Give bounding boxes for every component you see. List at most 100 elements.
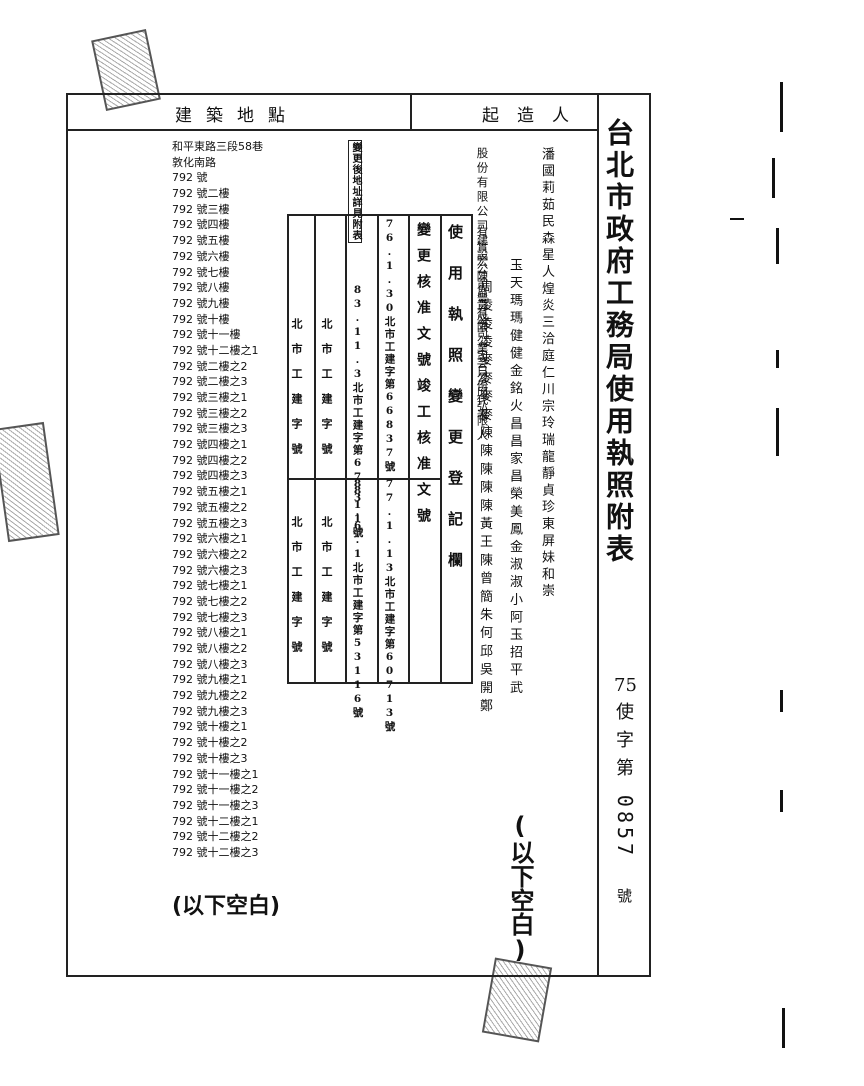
change-table-header: 使用執照變更登記欄 — [446, 224, 464, 593]
margin-mark — [780, 790, 783, 812]
license-year: 75 — [614, 675, 637, 696]
license-suffix: 號 — [615, 888, 633, 903]
owner-company: 芸公邱 — [475, 356, 490, 401]
address-line: 792 號五樓之2 — [172, 500, 248, 514]
margin-mark — [780, 82, 783, 132]
row-1-done: 77.1.13北市工建字第60713號 — [383, 478, 396, 734]
address-line: 792 號五樓 — [172, 234, 230, 248]
address-line: 792 號六樓之1 — [172, 532, 248, 546]
address-line: 792 號八樓之2 — [172, 642, 248, 655]
row-1-change: 76.1.30北市工建字第66837號 — [383, 218, 396, 474]
margin-mark — [730, 218, 744, 220]
address-line: 792 號七樓之3 — [172, 610, 248, 624]
change-table-subheader: 變更核准文號竣工核准文號 — [415, 222, 431, 534]
address-line: 792 號二樓之2 — [172, 359, 248, 373]
address-line: 792 號四樓之1 — [172, 438, 248, 452]
address-line: 792 號八樓之3 — [172, 657, 248, 671]
address-line: 敦化南路 — [172, 155, 216, 169]
address-line: 792 號十一樓之2 — [172, 783, 259, 797]
address-line: 792 號十一樓之3 — [172, 798, 259, 812]
owner-header: 起造人 — [482, 106, 587, 126]
address-line: 792 號十二樓之1 — [172, 343, 259, 357]
address-line: 792 號四樓之3 — [172, 469, 248, 483]
license-prefix: 使字第 — [613, 702, 634, 786]
address-line: 792 號八樓 — [172, 281, 230, 295]
address-line: 792 號十樓之3 — [172, 751, 248, 765]
address-line: 792 號二樓之3 — [172, 375, 248, 389]
owner-company-col-1: 股份有限公司建設公司豐有限公司日份代表 — [475, 147, 490, 423]
margin-mark — [776, 408, 779, 456]
address-line: 792 號四樓 — [172, 218, 230, 232]
address-line: 792 號十樓之1 — [172, 720, 248, 734]
address-line: 792 號三樓之3 — [172, 422, 248, 436]
margin-mark — [776, 228, 779, 264]
change-table-divider — [287, 478, 441, 480]
address-line: 792 號十二樓之1 — [172, 814, 259, 828]
owner-names-col-1: 潘國莉茹民森星人煌炎三洽庭仁川宗玲瑞龍靜貞珍東屏妹和崇 — [539, 147, 554, 601]
address-line: 792 號九樓之1 — [172, 673, 248, 687]
address-line: 792 號四樓之2 — [172, 453, 248, 467]
address-line: 和平東路三段58巷 — [172, 140, 263, 153]
owner-company: 股份有限公司 — [475, 147, 490, 234]
owner-company: 日份代表 — [475, 364, 490, 423]
address-line: 792 號六樓 — [172, 249, 230, 263]
address-line: 792 號七樓之2 — [172, 594, 248, 608]
address-line: 792 號七樓 — [172, 265, 230, 279]
owner-company: 弘限人 — [475, 400, 490, 444]
title-divider — [597, 93, 599, 977]
addresses-blank: (以下空白) — [172, 894, 281, 919]
address-line: 792 號九樓之3 — [172, 704, 248, 718]
address-line: 792 號三樓 — [172, 202, 230, 216]
owner-names-col-2: 玉天瑪瑪健健金銘火昌昌家昌榮美鳳金淑淑小阿玉招平武 — [507, 258, 522, 698]
change-table-divider — [408, 214, 410, 684]
form-frame — [66, 93, 651, 977]
seal-stamp-left — [0, 421, 60, 543]
address-line: 792 號十一樓 — [172, 328, 241, 342]
header-divider — [66, 129, 597, 131]
location-header: 建築地點 — [175, 106, 299, 126]
address-line: 792 號十一樓之1 — [172, 767, 259, 781]
address-line: 792 號三樓之2 — [172, 406, 248, 420]
address-line: 792 號十二樓之2 — [172, 830, 259, 844]
margin-mark — [780, 690, 783, 712]
owner-company: 建設公司 — [475, 234, 490, 292]
change-table-divider — [345, 214, 347, 684]
owners-blank: (以下空白) — [506, 812, 534, 964]
address-line: 792 號七樓之1 — [172, 579, 248, 593]
address-line: 792 號 — [172, 171, 208, 185]
row-2-change: 83.11.3北市工建字第67811號 — [351, 284, 364, 540]
address-line: 792 號十二樓之3 — [172, 845, 259, 859]
address-line: 792 號三樓之1 — [172, 391, 248, 404]
page-title: 台北市政府工務局使用執照附表 — [602, 118, 635, 566]
owner-company-col-2: 有實宏陳負責盛司業芸公邱弘限人 — [475, 226, 490, 444]
address-line: 792 號九樓之2 — [172, 689, 248, 703]
row-2-done: 83.6.1北市工建字第53116號 — [351, 478, 364, 720]
row-3-change: 北市工建字號 — [320, 318, 333, 468]
owner-company: 豐有限公司 — [475, 292, 490, 365]
owner-company: 盛司業 — [475, 313, 490, 357]
change-note: 變更後地址詳見附表 — [348, 140, 362, 243]
address-line: 792 號五樓之3 — [172, 516, 248, 530]
owner-names-col-3: 周凌凌凌麥麥麥麥陳陳陳陳陳黃王陳曾簡朱何邱吳開鄭 — [477, 280, 492, 717]
address-line: 792 號八樓之1 — [172, 626, 248, 640]
margin-mark — [782, 1008, 785, 1048]
row-4-done: 北市工建字號 — [290, 516, 303, 666]
owner-company: 有實宏 — [475, 226, 490, 270]
margin-mark — [776, 350, 779, 368]
row-3-done: 北市工建字號 — [320, 516, 333, 666]
address-line: 792 號十樓 — [172, 312, 230, 326]
address-line: 792 號五樓之1 — [172, 485, 248, 499]
owner-company: 陳負責 — [475, 269, 490, 314]
change-table-divider — [377, 214, 379, 684]
margin-mark — [772, 158, 775, 198]
address-line: 792 號九樓 — [172, 296, 230, 310]
address-line: 792 號十樓之2 — [172, 736, 248, 750]
address-line: 792 號六樓之2 — [172, 547, 248, 561]
column-divider — [410, 93, 412, 129]
change-table — [287, 214, 473, 684]
license-number: 0857 — [613, 794, 638, 860]
address-line: 792 號六樓之3 — [172, 563, 248, 577]
address-line: 792 號二樓 — [172, 187, 230, 201]
